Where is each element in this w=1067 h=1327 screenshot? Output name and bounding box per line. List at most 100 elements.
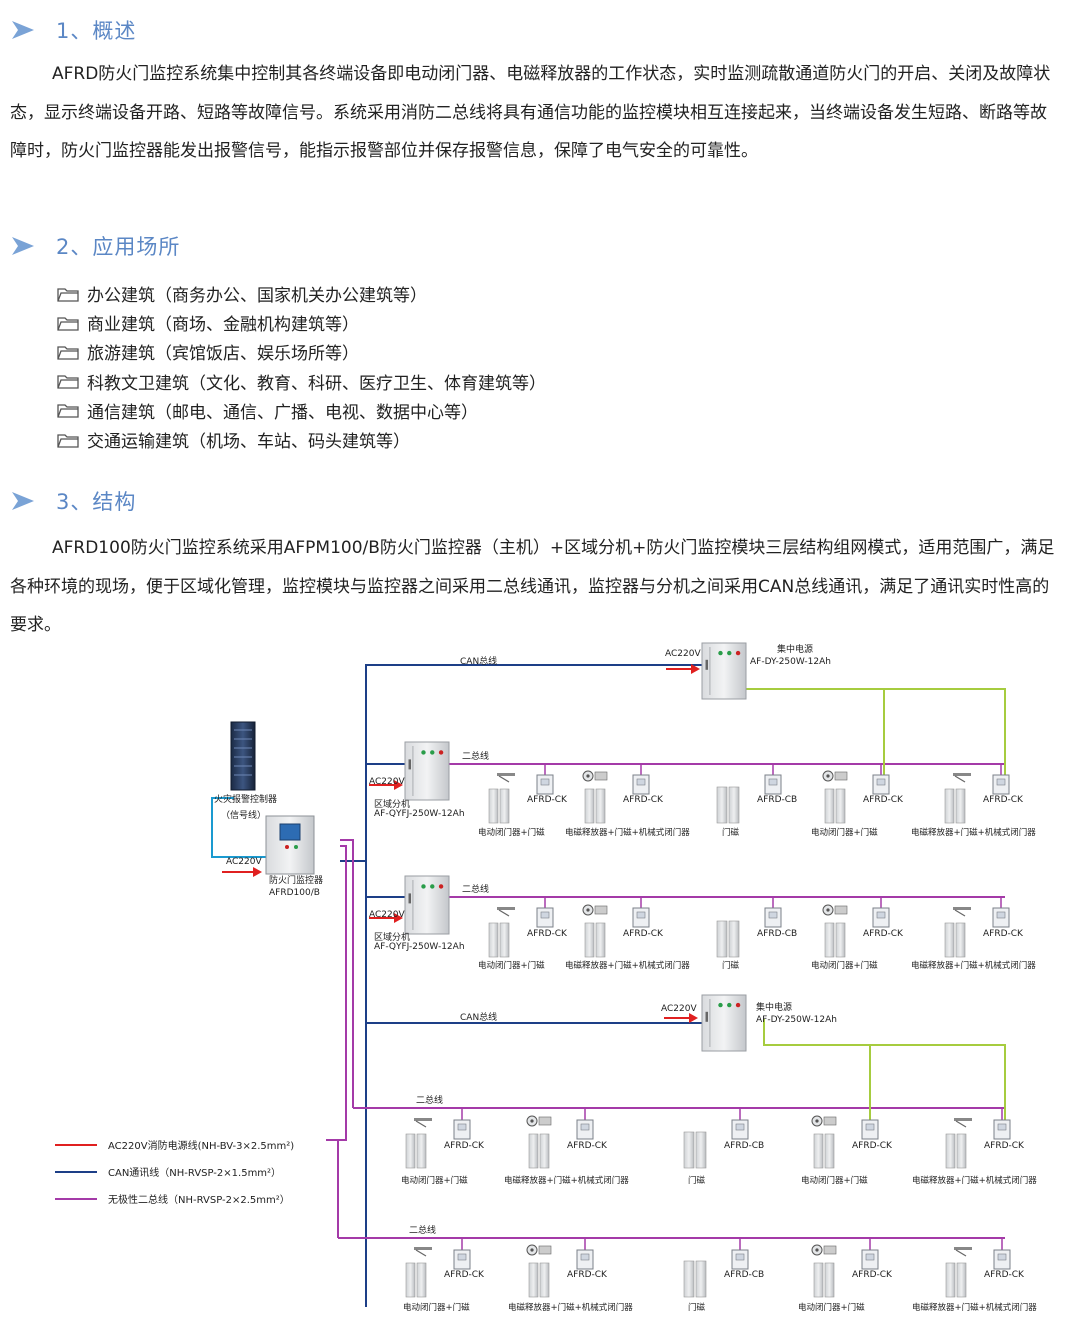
list-item: 科教文卫建筑（文化、教育、科研、医疗卫生、体育建筑等） [57, 367, 546, 396]
module-label: AFRD-CK [444, 1141, 485, 1151]
legend-label: CAN通讯线（NH-RVSP-2×1.5mm²） [108, 1166, 281, 1179]
legend-label: AC220V消防电源线(NH-BV-3×2.5mm²) [108, 1139, 294, 1152]
folder-icon [57, 346, 79, 360]
fire-door-leaf [945, 1133, 967, 1169]
device-caption: 电磁释放器+门磁+机械式闭门器 [565, 827, 690, 838]
module-label: AFRD-CB [724, 1270, 764, 1280]
module-label: AFRD-CK [527, 795, 568, 805]
door-closer-device [497, 907, 515, 917]
overview-paragraph: AFRD防火门监控系统集中控制其各终端设备即电动闭门器、电磁释放器的工作状态，实… [10, 64, 1051, 161]
device-caption: 电磁释放器+门磁+机械式闭门器 [912, 1302, 1037, 1313]
door-closer-device [414, 1247, 432, 1257]
door-closer-device [953, 907, 971, 917]
device-caption: 电动闭门器+门磁 [801, 1175, 868, 1186]
power-supply-line [763, 1019, 1006, 1120]
module-label: AFRD-CK [567, 1141, 608, 1151]
monitor-module [993, 1119, 1011, 1140]
chevron-right-icon [12, 237, 34, 255]
module-label: AFRD-CB [757, 929, 797, 939]
bus-line [326, 845, 347, 1141]
magnetic-releaser-device [526, 1115, 552, 1127]
monitor-module [872, 907, 890, 928]
wiring-layer [55, 664, 1006, 1307]
substation-model-label: AF-QYFJ-250W-12Ah [374, 942, 465, 952]
monitor-module [536, 774, 554, 795]
ac-power-arrow [394, 913, 403, 923]
device-caption: 电动闭门器+门磁 [401, 1175, 468, 1186]
power-label: 集中电源 [756, 1001, 792, 1013]
device-caption: 电磁释放器+门磁+机械式闭门器 [504, 1175, 629, 1186]
module-label: AFRD-CK [623, 929, 664, 939]
central-power-cabinet [701, 994, 747, 1052]
device-caption: 门磁 [688, 1302, 706, 1313]
magnetic-releaser-device [811, 1244, 837, 1256]
fire-door-leaf [945, 1262, 967, 1298]
magnetic-releaser-device [822, 904, 848, 916]
power-label: 集中电源 [777, 643, 813, 655]
device-caption: 电磁释放器+门磁+机械式闭门器 [911, 827, 1036, 838]
module-label: AFRD-CK [567, 1270, 608, 1280]
fire-door-leaf [405, 1262, 427, 1298]
module-label: AFRD-CK [527, 929, 568, 939]
chevron-right-icon [12, 21, 34, 39]
bus-line [340, 839, 354, 1108]
fire-alarm-controller-cabinet [230, 721, 256, 791]
module-label: AFRD-CB [724, 1141, 764, 1151]
module-label: AFRD-CK [983, 795, 1024, 805]
monitor-module [632, 774, 650, 795]
power-model-label: AF-DY-250W-12Ah [750, 657, 831, 667]
zone-substation-cabinet [404, 875, 450, 935]
module-label: AFRD-CK [983, 929, 1024, 939]
monitor-module [576, 1249, 594, 1270]
device-caption: 电动闭门器+门磁 [478, 960, 545, 971]
power-supply-line [746, 688, 1006, 775]
door-closer-device [954, 1118, 972, 1128]
door-magnet-device [683, 1131, 707, 1169]
monitor-module [993, 1249, 1011, 1270]
door-closer-device [953, 773, 971, 783]
section-title: 2、应用场所 [56, 235, 181, 259]
device-caption: 电磁释放器+门磁+机械式闭门器 [911, 960, 1036, 971]
magnetic-releaser-device [582, 904, 608, 916]
monitor-module [453, 1119, 471, 1140]
ac-power-arrow [691, 664, 700, 674]
list-item: 旅游建筑（宾馆饭店、娱乐场所等） [57, 337, 546, 366]
device-layer [230, 642, 1011, 1298]
magnetic-releaser-device [822, 770, 848, 782]
ac-label: AC220V [369, 910, 405, 920]
zone-substation-cabinet [404, 741, 450, 801]
controller-model-label: AFRD100/B [269, 888, 320, 898]
section-heading-applications: 2、应用场所 [10, 229, 180, 263]
fire-door-leaf [528, 1262, 550, 1298]
ac-power-arrow [394, 780, 403, 790]
system-topology-diagram: 火灾报警控制器（信号线）AC220V防火门监控器AFRD100/BCAN总线CA… [55, 642, 1037, 1313]
module-label: AFRD-CK [984, 1141, 1025, 1151]
list-item: 商业建筑（商场、金融机构建筑等） [57, 308, 546, 337]
module-label: AFRD-CB [757, 795, 797, 805]
fire-door-leaf [813, 1262, 835, 1298]
device-caption: 门磁 [688, 1175, 706, 1186]
folder-icon [57, 287, 79, 302]
monitor-module [453, 1249, 471, 1270]
device-caption: 门磁 [722, 960, 740, 971]
fire-door-leaf [584, 922, 606, 958]
module-label: AFRD-CK [984, 1270, 1025, 1280]
can-bus-label: CAN总线 [460, 1011, 497, 1023]
ac-label: AC220V [226, 857, 262, 867]
list-item: 交通运输建筑（机场、车站、码头建筑等） [57, 425, 546, 454]
door-magnet-device [716, 920, 740, 958]
folder-icon [57, 433, 79, 448]
fire-door-leaf [528, 1133, 550, 1169]
bus-line [326, 1139, 339, 1238]
can-bus-label: CAN总线 [460, 655, 497, 667]
device-caption: 电磁释放器+门磁+机械式闭门器 [912, 1175, 1037, 1186]
power-model-label: AF-DY-250W-12Ah [756, 1015, 837, 1025]
ac-power-arrow [253, 867, 262, 877]
magnetic-releaser-device [526, 1244, 552, 1256]
label-layer: 火灾报警控制器（信号线）AC220V防火门监控器AFRD100/BCAN总线CA… [108, 643, 1037, 1313]
monitor-module [861, 1249, 879, 1270]
list-item: 通信建筑（邮电、通信、广播、电视、数据中心等） [57, 396, 546, 425]
module-label: AFRD-CK [852, 1270, 893, 1280]
section-heading-structure: 3、结构 [10, 484, 136, 518]
door-monitor-controller-unit [265, 815, 315, 875]
